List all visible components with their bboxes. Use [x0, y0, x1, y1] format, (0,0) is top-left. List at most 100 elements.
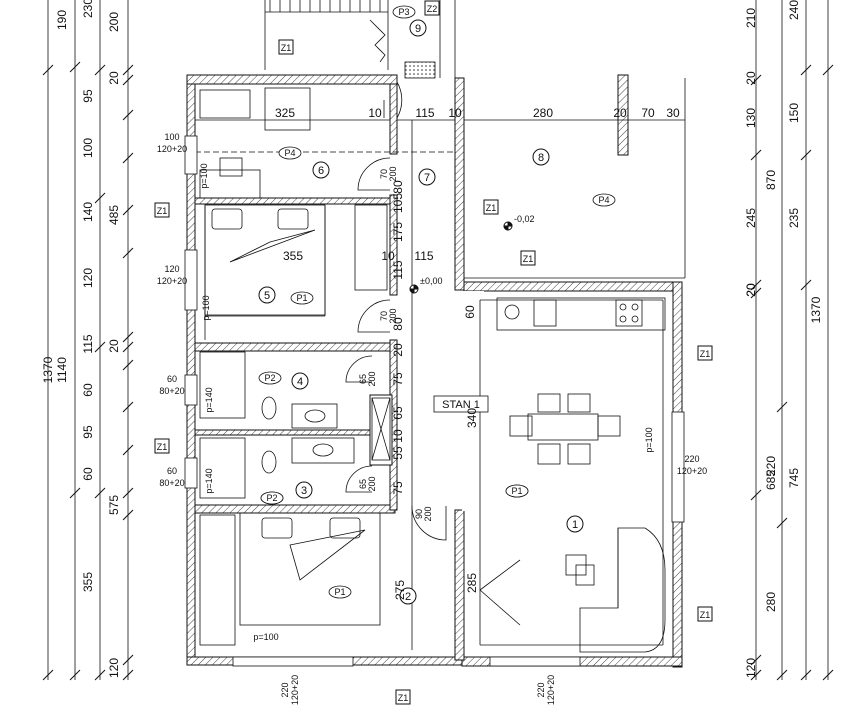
dimension-value: 285 — [465, 573, 479, 593]
door-width-label: 65 — [358, 479, 368, 489]
dimension-value: 20 — [107, 71, 121, 85]
floor-tag-shape — [328, 585, 352, 599]
door-width-label: 90 — [414, 509, 424, 519]
dimension-value: 30 — [666, 106, 680, 120]
window-width-label: 60 — [167, 466, 177, 476]
floor-tag-shape — [392, 5, 416, 19]
dimension-value: 1370 — [809, 296, 823, 323]
right-dimension-lines — [750, 0, 834, 681]
dimension-value: 80 — [391, 180, 405, 194]
dimension-value: 60 — [463, 305, 477, 319]
window-width-label: 220 — [536, 682, 546, 697]
wall-type-tag-box — [154, 202, 170, 218]
level-markers — [409, 221, 513, 294]
room-number: 3 — [301, 485, 307, 497]
parapet-height-label: p=100 — [253, 632, 278, 642]
wall-type-tag: Z1 — [157, 442, 168, 452]
window-frames — [184, 135, 685, 667]
dimension-value: 1370 — [41, 356, 55, 383]
door-height-label: 200 — [367, 476, 377, 491]
door-height-label: 200 — [388, 308, 398, 323]
dimension-value: 10 — [368, 106, 382, 120]
window-width-label: 100 — [164, 132, 179, 142]
wall-type-tag-box — [278, 39, 294, 55]
wall-type-tag-box — [520, 250, 536, 266]
upper-stair-area — [264, 0, 456, 79]
dimension-value: 65 — [391, 406, 405, 420]
level-terrace: -0,02 — [514, 214, 535, 224]
wall-type-tag: Z1 — [281, 43, 292, 53]
room-number: 9 — [415, 23, 421, 35]
dimension-value: 130 — [744, 108, 758, 128]
dimension-value: 685 — [764, 470, 778, 490]
parapet-height-label: p=100 — [201, 295, 211, 320]
dimension-value: 20 — [744, 283, 758, 297]
window-width-label: 220 — [684, 454, 699, 464]
left-dimension-lines — [42, 0, 134, 681]
dimension-value: 175 — [391, 222, 405, 242]
room-lines — [195, 78, 686, 653]
floor-tag-shape — [258, 371, 282, 385]
dimension-value: 240 — [787, 0, 801, 20]
window-height-label: 80+20 — [159, 478, 184, 488]
dimension-value: 355 — [81, 572, 95, 592]
floor-type-tag: P4 — [284, 148, 295, 158]
floor-type-tag: P3 — [398, 7, 409, 17]
dimension-value: 75 — [391, 481, 405, 495]
dimension-value: 150 — [787, 103, 801, 123]
wall-type-tag-box — [697, 606, 713, 622]
dimension-value: 60 — [81, 383, 95, 397]
room-number: 7 — [424, 172, 430, 184]
dimension-value: 245 — [744, 208, 758, 228]
dimension-value: 355 — [283, 249, 303, 263]
dimension-value: 95 — [81, 425, 95, 439]
dimension-value: 80 — [391, 317, 405, 331]
door-width-label: 70 — [379, 311, 389, 321]
floor-type-tag: P1 — [334, 587, 345, 597]
room-number-circle — [566, 515, 584, 533]
door-height-label: 200 — [367, 371, 377, 386]
dimension-value: 95 — [81, 89, 95, 103]
room-number: 1 — [572, 519, 578, 531]
room-number-circle — [291, 372, 309, 390]
wall-type-tag: Z2 — [427, 4, 438, 14]
dimension-value: 280 — [533, 106, 553, 120]
apartment-label: STAN 1 — [442, 399, 480, 411]
dimension-value: 20 — [391, 343, 405, 357]
floor-type-tag: P1 — [296, 293, 307, 303]
level-main: ±0,00 — [420, 276, 442, 286]
window-height-label: 120+20 — [157, 144, 187, 154]
room-number-circle — [532, 148, 550, 166]
parapet-height-label: p=100 — [644, 427, 654, 452]
room-markers: 1P123P24P25P16P478P49P3P2P1P1 — [258, 5, 616, 605]
dimension-value: 10 — [381, 249, 395, 263]
dimension-value: 20 — [744, 283, 758, 297]
dimension-value: 115 — [415, 106, 434, 120]
door-width-label: 70 — [379, 169, 389, 179]
wall-type-tag: Z1 — [700, 610, 711, 620]
dimension-value: 120 — [744, 658, 758, 678]
dimension-value: 230 — [81, 0, 95, 18]
dimension-value: 220 — [764, 456, 778, 476]
floor-type-tag: P2 — [266, 493, 277, 503]
dimension-value: 280 — [764, 592, 778, 612]
dimension-value: 60 — [81, 467, 95, 481]
wall-type-tag: Z1 — [486, 203, 497, 213]
wall-type-tag-box — [424, 0, 440, 16]
wall-type-tag-box — [154, 438, 170, 454]
window-height-label: 120+20 — [677, 466, 707, 476]
room-number-circle — [399, 587, 417, 605]
dimension-value: 745 — [787, 468, 801, 488]
dimension-value: 1140 — [55, 357, 69, 383]
exterior-walls — [186, 74, 683, 668]
dimension-value: 20 — [107, 339, 121, 353]
wall-type-tag: Z1 — [523, 254, 534, 264]
door-height-label: 200 — [388, 166, 398, 181]
dimension-value: 115 — [81, 334, 95, 353]
floor-type-tag: P4 — [598, 195, 609, 205]
dimension-value: 55 — [391, 446, 405, 460]
